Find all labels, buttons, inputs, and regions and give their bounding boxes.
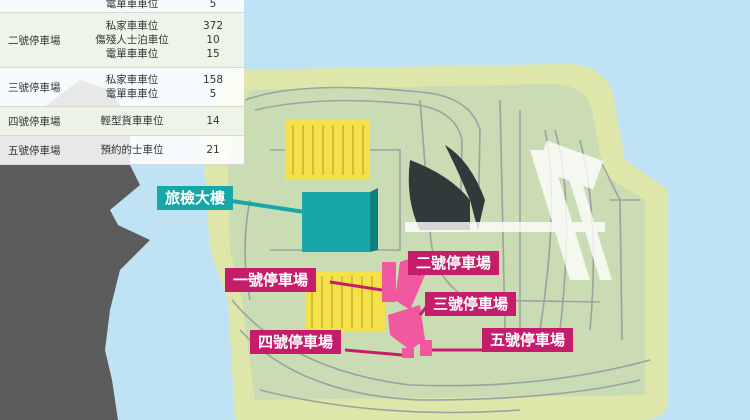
terminal-building-side <box>370 188 378 252</box>
car-park-5-marker <box>420 340 432 356</box>
car-park-1-label: 一號停車場 <box>225 268 317 292</box>
table-row: 二號停車場 私家車車位 傷殘人士泊車位 電單車車位 372 10 15 <box>0 13 244 68</box>
space-type: 私家車車位 <box>105 74 159 86</box>
space-count: 158 <box>202 74 224 86</box>
space-count-list: 5 <box>182 0 244 11</box>
ramp-structures <box>408 145 485 230</box>
space-count-list: 372 10 15 <box>182 19 244 61</box>
car-park-5-label: 五號停車場 <box>482 328 574 352</box>
space-type: 電單車車位 <box>105 48 159 60</box>
space-type: 傷殘人士泊車位 <box>95 34 169 46</box>
space-count-list: 14 <box>182 114 244 128</box>
car-park-2-label: 二號停車場 <box>408 251 500 275</box>
space-count: 14 <box>206 115 220 127</box>
space-count: 5 <box>209 88 217 100</box>
car-park-name: 三號停車場 <box>8 81 61 94</box>
space-type: 電單車車位 <box>105 0 159 10</box>
parking-block-lower <box>305 272 385 332</box>
car-park-1-marker <box>382 262 396 302</box>
space-type-list: 電單車車位 <box>82 0 182 11</box>
space-type: 私家車車位 <box>105 20 159 32</box>
space-count: 372 <box>202 20 224 32</box>
space-count: 15 <box>206 48 220 60</box>
space-type: 電單車車位 <box>105 88 159 100</box>
parking-info-table: 電單車車位 5 二號停車場 私家車車位 傷殘人士泊車位 電單車車位 372 10… <box>0 0 244 165</box>
car-park-markers <box>382 255 432 358</box>
car-park-4-label: 四號停車場 <box>250 330 342 354</box>
space-type-list: 私家車車位 傷殘人士泊車位 電單車車位 <box>82 19 182 61</box>
space-count-list: 158 5 <box>182 73 244 101</box>
car-park-name: 二號停車場 <box>8 34 61 47</box>
space-type-list: 預約的士車位 <box>82 143 182 157</box>
space-count: 21 <box>206 144 220 156</box>
terminal-label: 旅檢大樓 <box>157 186 234 210</box>
table-row: 四號停車場 輕型貨車車位 14 <box>0 107 244 136</box>
space-type-list: 私家車車位 電單車車位 <box>82 73 182 101</box>
car-park-3-label: 三號停車場 <box>425 292 517 316</box>
lane-markings <box>405 140 612 280</box>
table-row: 五號停車場 預約的士車位 21 <box>0 136 244 165</box>
space-count: 10 <box>206 34 220 46</box>
table-row: 電單車車位 5 <box>0 0 244 13</box>
space-count-list: 21 <box>182 143 244 157</box>
space-type: 輕型貨車車位 <box>100 115 164 127</box>
space-count: 5 <box>209 0 217 10</box>
terminal-leader-line <box>224 198 306 214</box>
space-type-list: 輕型貨車車位 <box>82 114 182 128</box>
car-park-3-marker <box>388 305 425 350</box>
car-park-name: 五號停車場 <box>8 144 61 157</box>
parking-block-upper <box>285 120 370 180</box>
mainland-silhouette <box>0 80 150 420</box>
table-row: 三號停車場 私家車車位 電單車車位 158 5 <box>0 68 244 107</box>
terminal-building <box>302 192 370 252</box>
car-park-name: 四號停車場 <box>8 115 61 128</box>
car-park-4-marker <box>402 348 414 358</box>
space-type: 預約的士車位 <box>100 144 164 156</box>
